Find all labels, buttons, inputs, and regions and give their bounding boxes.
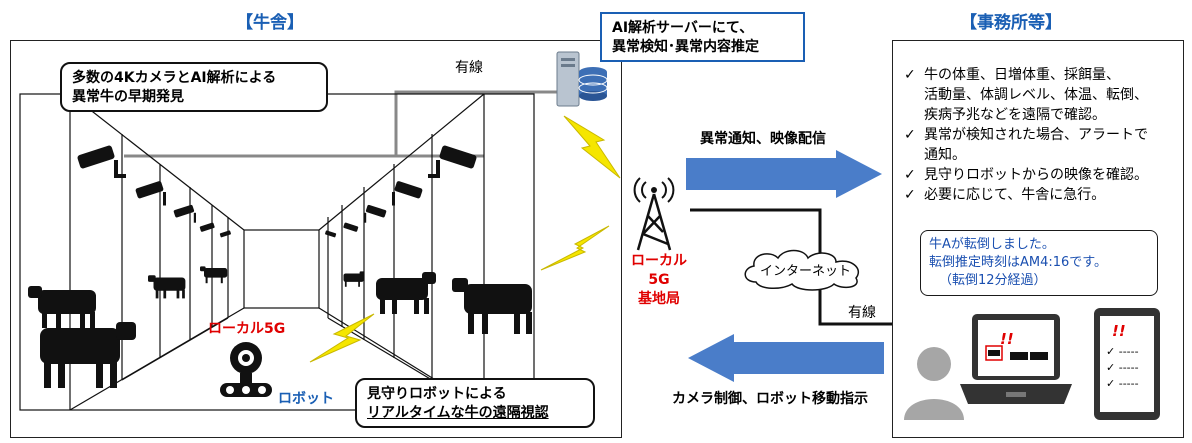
robot-label: ロボット: [278, 391, 334, 407]
callout-robot: 見守りロボットによる リアルタイムな牛の遠隔視認: [355, 378, 595, 428]
tablet-line: ✓ -----: [1106, 344, 1139, 360]
checklist-line: 疾病予兆などを遠隔で確認。: [924, 107, 1106, 123]
callout-camera-ai-line1: 多数の4KカメラとAI解析による: [72, 70, 277, 86]
checklist-line: 通知。: [924, 147, 966, 163]
check-icon: ✓: [1106, 377, 1116, 390]
server-icon: [556, 51, 608, 107]
checklist-line: 活動量、体調レベル、体温、転倒、: [924, 87, 1148, 103]
cloud-icon: [744, 249, 859, 291]
wired-line-server: [394, 90, 569, 156]
checklist-line: 異常が検知された場合、アラートで: [924, 127, 1148, 143]
tablet-line: ✓ -----: [1106, 376, 1139, 392]
barn-wired-label: 有線: [455, 60, 483, 76]
antenna-icon: [633, 177, 675, 251]
office-title: 【事務所等】: [960, 13, 1062, 33]
tablet-icon: [1094, 308, 1160, 420]
checklist-line: 必要に応じて、牛舎に急行。: [924, 187, 1106, 203]
tablet-warning: !!: [1112, 322, 1126, 340]
tablet-line-text: -----: [1118, 361, 1139, 374]
check-icon: ✓: [904, 167, 916, 183]
checklist-line: 見守りロボットからの映像を確認。: [924, 167, 1148, 183]
callout-camera-ai: 多数の4KカメラとAI解析による 異常牛の早期発見: [60, 62, 328, 112]
alert-line1: 牛Aが転倒しました。: [929, 237, 1055, 252]
barn-title: 【牛舎】: [236, 13, 304, 33]
tablet-line-text: -----: [1118, 377, 1139, 390]
check-icon: ✓: [1106, 345, 1116, 358]
barn-illustration: [19, 90, 569, 411]
base-station-line1: ローカル5G: [631, 253, 687, 288]
check-icon: ✓: [904, 127, 916, 143]
server-label-line1: AI解析サーバーにて、: [612, 20, 754, 36]
check-icon: ✓: [904, 187, 916, 203]
tablet-list: ✓ ----- ✓ ----- ✓ -----: [1106, 344, 1139, 392]
barn-local5g-label: ローカル5G: [208, 321, 286, 337]
callout-robot-line2: リアルタイムな牛の遠隔視認: [367, 405, 549, 421]
lightning-icon: [309, 313, 375, 363]
base-station-line2: 基地局: [638, 291, 680, 307]
callout-camera-ai-line2: 異常牛の早期発見: [72, 89, 184, 105]
arrow-left-icon: [688, 334, 884, 382]
arrow-right-label: 異常通知、映像配信: [700, 131, 826, 147]
alert-line2: 転倒推定時刻はAM4:16です。: [929, 255, 1108, 270]
office-checklist: ✓ 牛の体重、日増体重、採餌量、 活動量、体調レベル、体温、転倒、 疾病予兆など…: [904, 65, 1182, 205]
lightning-icon: [563, 115, 621, 179]
check-icon: ✓: [1106, 361, 1116, 374]
arrow-right-icon: [686, 150, 882, 198]
laptop-icon: [960, 314, 1072, 404]
checklist-line: 牛の体重、日増体重、採餌量、: [924, 67, 1120, 83]
laptop-warning: !!: [1000, 330, 1014, 348]
robot-icon: [220, 342, 272, 397]
arrow-left-label: カメラ制御、ロボット移動指示: [672, 391, 868, 407]
checklist-item: ✓ 見守りロボットからの映像を確認。: [904, 165, 1182, 185]
internet-label: インターネット: [760, 264, 852, 279]
checklist-item: ✓ 牛の体重、日増体重、採餌量、 活動量、体調レベル、体温、転倒、 疾病予兆など…: [904, 65, 1182, 125]
checklist-item: ✓ 異常が検知された場合、アラートで 通知。: [904, 125, 1182, 165]
server-label-line2: 異常検知･異常内容推定: [612, 39, 759, 55]
base-station-label: ローカル5G 基地局: [624, 252, 694, 309]
alert-line3: （転倒12分経過）: [939, 273, 1047, 288]
person-icon: [904, 347, 964, 420]
checklist-item: ✓ 必要に応じて、牛舎に急行。: [904, 185, 1182, 205]
check-icon: ✓: [904, 67, 916, 83]
server-label-box: AI解析サーバーにて、 異常検知･異常内容推定: [600, 12, 805, 62]
office-wired-label: 有線: [848, 305, 876, 321]
alert-bubble: 牛Aが転倒しました。 転倒推定時刻はAM4:16です。 （転倒12分経過）: [920, 230, 1158, 296]
tablet-line: ✓ -----: [1106, 360, 1139, 376]
callout-robot-line1: 見守りロボットによる: [367, 386, 507, 402]
lightning-icon: [540, 225, 610, 271]
tablet-line-text: -----: [1118, 345, 1139, 358]
